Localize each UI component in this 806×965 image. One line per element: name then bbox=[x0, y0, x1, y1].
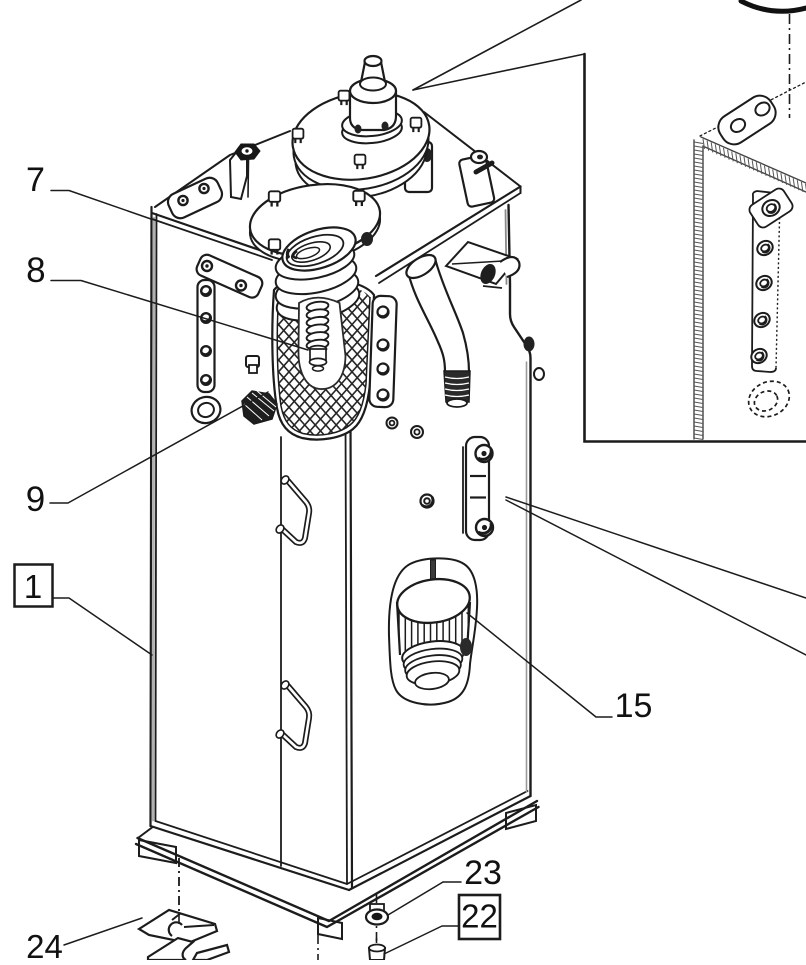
svg-text:24: 24 bbox=[26, 928, 63, 960]
svg-text:8: 8 bbox=[26, 251, 45, 290]
svg-text:1: 1 bbox=[24, 568, 42, 605]
svg-text:22: 22 bbox=[461, 898, 498, 935]
svg-text:23: 23 bbox=[464, 854, 502, 892]
svg-text:15: 15 bbox=[615, 687, 653, 725]
svg-text:7: 7 bbox=[26, 161, 45, 199]
svg-text:9: 9 bbox=[26, 480, 45, 519]
